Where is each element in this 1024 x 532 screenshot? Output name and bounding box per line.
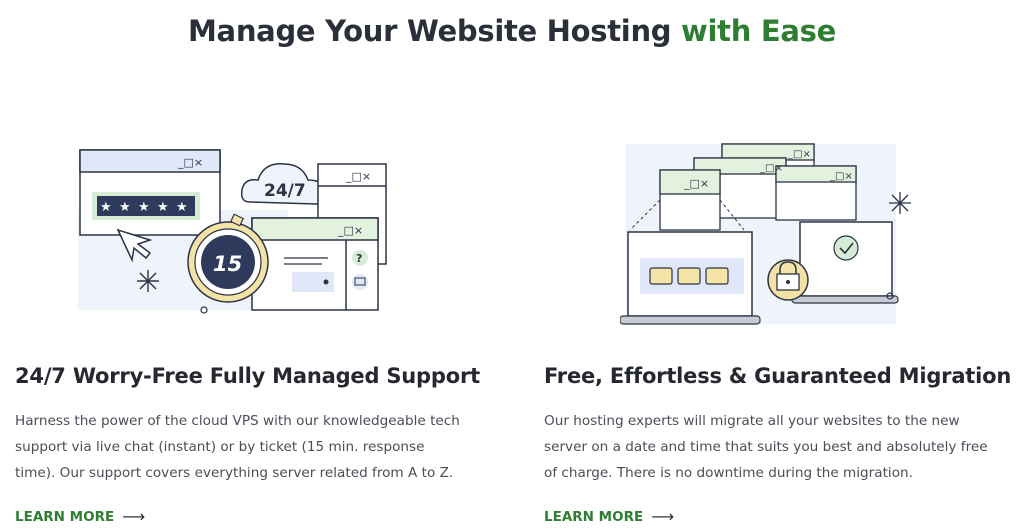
- sparkle-icon: [889, 192, 911, 214]
- window-controls-text: _□×: [345, 170, 371, 183]
- window-controls-text: _□×: [177, 156, 203, 169]
- svg-text:★: ★: [100, 200, 112, 215]
- window-controls-text: _□×: [829, 171, 853, 182]
- laptop-check-icon: [791, 221, 899, 304]
- page-title-main: Manage Your Website Hosting: [188, 14, 682, 48]
- migration-illustration: _□× _□× _□× _□×: [620, 140, 920, 330]
- support-illustration: _□× ★ ★ ★ ★ ★ 24/7 _□× _□× ?: [70, 140, 400, 320]
- feature-support: 24/7 Worry-Free Fully Managed Support Ha…: [15, 364, 480, 486]
- feature-description: Our hosting experts will migrate all you…: [544, 413, 988, 481]
- timer-label: 15: [213, 252, 242, 276]
- feature-migration: Free, Effortless & Guaranteed Migration …: [544, 364, 1012, 486]
- svg-text:★: ★: [157, 200, 169, 215]
- window-controls-text: _□×: [683, 177, 709, 190]
- mail-icon: [352, 274, 368, 290]
- help-icon: [352, 250, 368, 266]
- cloud-label: 24/7: [264, 181, 306, 201]
- window-controls-text: _□×: [759, 163, 783, 174]
- help-glyph: ?: [356, 252, 362, 265]
- lock-icon: [767, 259, 809, 301]
- learn-more-label: LEARN MORE: [544, 508, 644, 525]
- window-controls-text: _□×: [337, 224, 363, 237]
- window-controls-text: _□×: [787, 149, 811, 160]
- laptop-folders-icon: [620, 231, 761, 325]
- feature-title: Free, Effortless & Guaranteed Migration: [544, 364, 1012, 388]
- learn-more-link-migration[interactable]: LEARN MORE ⟶: [544, 507, 674, 526]
- rating-stars-icon: ★ ★ ★ ★ ★: [100, 200, 188, 215]
- cloud-24-7-icon: 24/7: [240, 163, 328, 205]
- svg-text:★: ★: [119, 200, 131, 215]
- page-title: Manage Your Website Hosting with Ease: [0, 14, 1024, 48]
- page-title-accent: with Ease: [681, 14, 836, 48]
- sparkle-icon: [137, 270, 159, 292]
- feature-title: 24/7 Worry-Free Fully Managed Support: [15, 364, 480, 388]
- svg-text:★: ★: [176, 200, 188, 215]
- learn-more-link-support[interactable]: LEARN MORE ⟶: [15, 507, 145, 526]
- arrow-right-icon: ⟶: [651, 507, 675, 526]
- learn-more-label: LEARN MORE: [15, 508, 115, 525]
- arrow-right-icon: ⟶: [122, 507, 146, 526]
- migration-illustration-svg: _□× _□× _□× _□×: [620, 143, 911, 325]
- timer-15-icon: 15: [187, 213, 269, 303]
- svg-text:★: ★: [138, 200, 150, 215]
- cursor-icon: [116, 228, 153, 263]
- feature-description: Harness the power of the cloud VPS with …: [15, 413, 460, 481]
- support-illustration-svg: _□× ★ ★ ★ ★ ★ 24/7 _□× _□× ?: [78, 149, 387, 314]
